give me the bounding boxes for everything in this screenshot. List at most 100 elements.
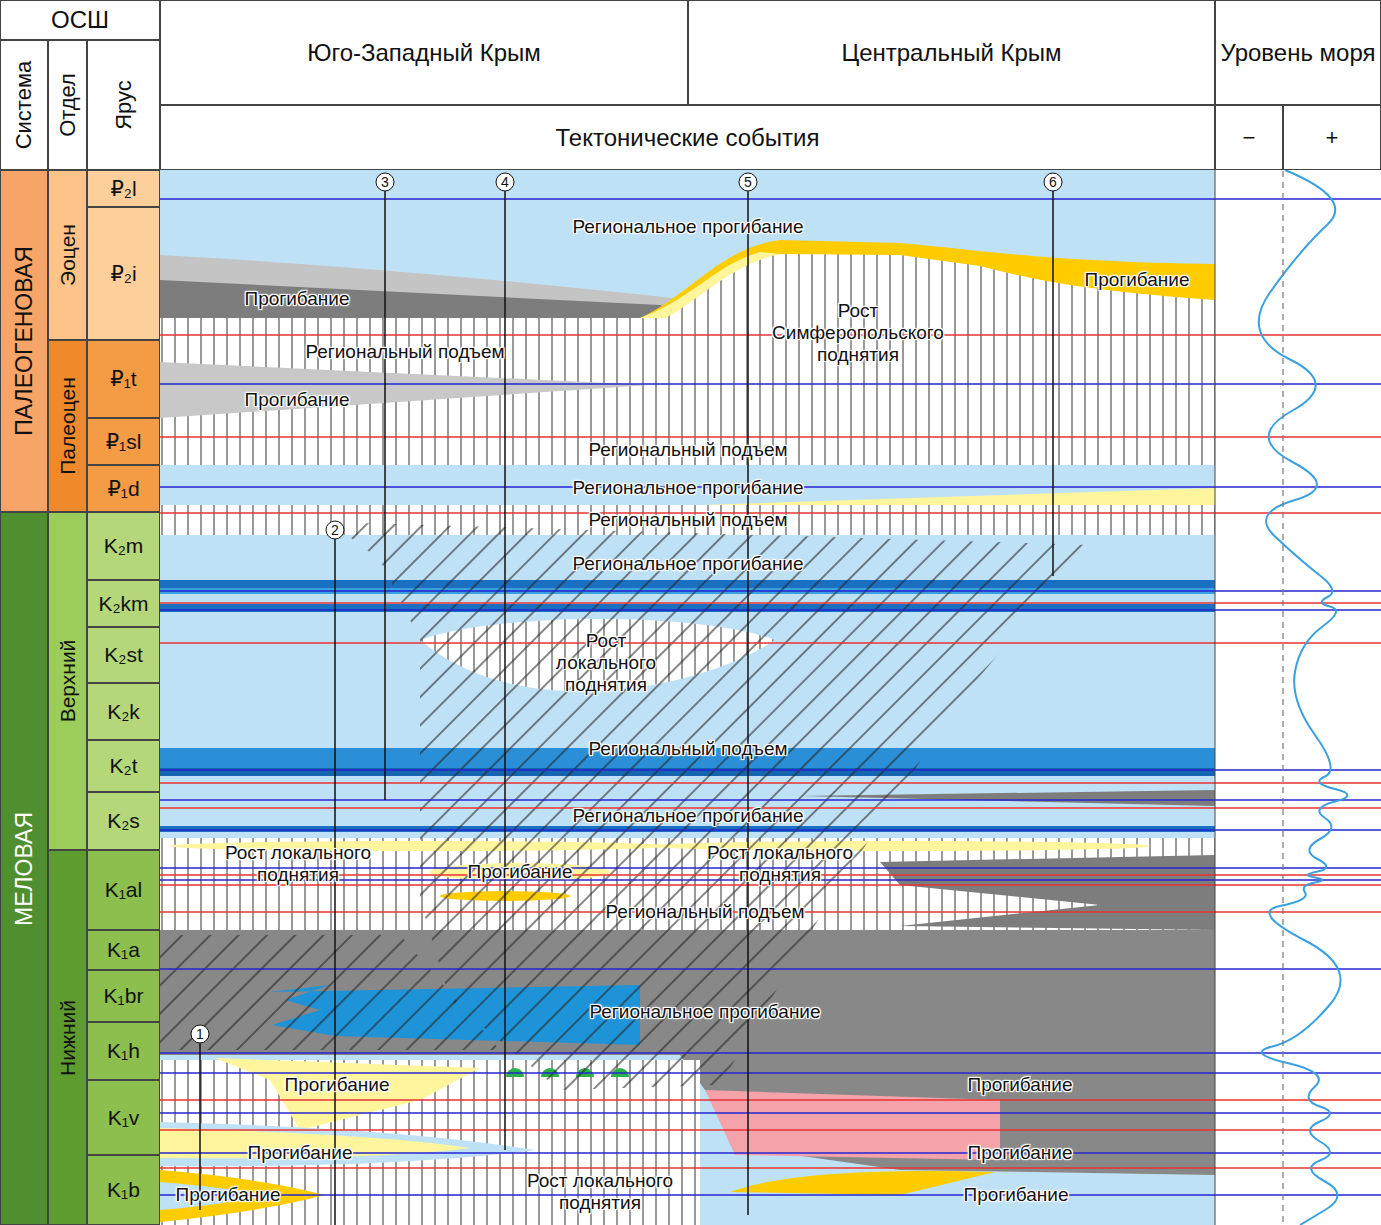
cell-text: K₁a [107, 938, 140, 962]
cell-text: K₂k [107, 700, 140, 724]
horizon-line [160, 334, 1381, 336]
system-cell: МЕЛОВАЯ [0, 512, 48, 1225]
event-label: Прогибание [967, 1142, 1072, 1164]
stage-cell: K₂k [87, 683, 160, 740]
event-label: Региональный подъем [588, 738, 787, 760]
cell-text: ₽₁t [110, 367, 136, 391]
cell-text: Тектонические события [556, 124, 820, 152]
stage-cell: K₁al [87, 850, 160, 930]
cell-text: − [1243, 125, 1256, 151]
event-label: Прогибание [467, 861, 572, 883]
sign-cell: + [1283, 105, 1381, 170]
cell-text: Эоцен [56, 224, 80, 286]
event-label: Региональное прогибание [572, 553, 803, 575]
cell-text: K₁v [108, 1106, 140, 1130]
stage-cell: K₁a [87, 930, 160, 970]
event-label: Прогибание [1084, 269, 1189, 291]
horizon-line [160, 436, 1381, 438]
event-label: Региональное прогибание [572, 216, 803, 238]
cell-text: K₂s [107, 809, 140, 833]
callout-number: 6 [1044, 173, 1063, 192]
event-label: Региональный подъем [588, 509, 787, 531]
cell-text: ₽₂l [110, 177, 136, 201]
cell-text: K₁b [107, 1178, 140, 1202]
header-cell: Отдел [48, 40, 87, 170]
sea-level-header: Уровень моря [1215, 0, 1381, 105]
event-label: Региональный подъем [588, 439, 787, 461]
event-label: Рост Симферопольского поднятия [768, 300, 948, 366]
cell-text: ₽₁sl [106, 430, 142, 454]
series-cell: Верхний [48, 512, 87, 850]
event-label: Региональное прогибание [572, 477, 803, 499]
stage-cell: ₽₁d [87, 465, 160, 512]
region-header: Юго-Западный Крым [160, 0, 688, 105]
callout-number: 5 [739, 173, 758, 192]
horizon-line [160, 590, 1381, 592]
cell-text: Ярус [111, 80, 137, 130]
horizon-line [160, 198, 1381, 200]
cell-text: K₁br [104, 984, 144, 1008]
header-cell: Ярус [87, 40, 160, 170]
stage-cell: K₂m [87, 512, 160, 580]
cell-text: K₂t [110, 754, 138, 778]
cell-text: K₂m [104, 534, 144, 558]
horizon-line [160, 609, 1381, 611]
series-cell: Эоцен [48, 170, 87, 340]
event-label: Региональный подъем [605, 901, 804, 923]
horizon-line [160, 769, 1381, 771]
cell-text: + [1326, 125, 1339, 151]
horizon-line [160, 383, 1381, 385]
callout-number: 2 [326, 521, 345, 540]
cell-text: K₁al [105, 878, 142, 902]
event-label: Региональное прогибание [589, 1001, 820, 1023]
cell-text: K₂km [98, 592, 148, 616]
cell-text: Уровень моря [1220, 39, 1375, 67]
event-label: Региональное прогибание [572, 805, 803, 827]
horizon-line [160, 1099, 1381, 1101]
event-label: Прогибание [244, 389, 349, 411]
horizon-line [160, 642, 1381, 644]
horizon-line [160, 1052, 1381, 1054]
cell-text: ₽₂i [110, 262, 136, 286]
stage-cell: K₂s [87, 792, 160, 850]
header-cell: ОСШ [0, 0, 160, 40]
horizon-line [160, 1129, 1381, 1131]
stage-cell: K₁h [87, 1022, 160, 1080]
horizon-line [160, 1072, 1381, 1074]
event-label: Рост локального поднятия [551, 630, 661, 696]
event-label: Рост локального поднятия [500, 1170, 700, 1214]
stage-cell: K₂t [87, 740, 160, 792]
stage-cell: ₽₂i [87, 207, 160, 340]
horizon-line [160, 782, 1381, 784]
events-header: Тектонические события [160, 105, 1215, 170]
cell-text: K₁h [107, 1039, 140, 1063]
horizon-line [160, 968, 1381, 970]
cell-text: Центральный Крым [841, 39, 1061, 67]
series-cell: Нижний [48, 850, 87, 1225]
callout-number: 3 [376, 173, 395, 192]
region-header: Центральный Крым [688, 0, 1215, 105]
event-label: Прогибание [284, 1074, 389, 1096]
stage-cell: ₽₂l [87, 170, 160, 207]
cell-text: Нижний [56, 999, 80, 1075]
stage-cell: ₽₁t [87, 340, 160, 418]
cell-text: Палеоцен [56, 377, 80, 474]
cell-text: ПАЛЕОГЕНОВАЯ [11, 246, 38, 436]
horizon-line [160, 602, 1381, 604]
cell-text: МЕЛОВАЯ [11, 811, 38, 925]
event-label: Региональный подъем [305, 341, 504, 363]
stage-cell: ₽₁sl [87, 418, 160, 465]
cell-text: ОСШ [51, 6, 109, 34]
stage-cell: K₂st [87, 627, 160, 683]
horizon-line [160, 1167, 1381, 1169]
horizon-line [160, 829, 1381, 831]
system-cell: ПАЛЕОГЕНОВАЯ [0, 170, 48, 512]
event-label: Прогибание [175, 1184, 280, 1206]
event-label: Прогибание [963, 1184, 1068, 1206]
horizon-line [160, 1112, 1381, 1114]
stage-cell: K₁b [87, 1155, 160, 1225]
cell-text: Верхний [56, 640, 80, 723]
stage-cell: K₁v [87, 1080, 160, 1155]
cell-text: K₂st [104, 643, 143, 667]
